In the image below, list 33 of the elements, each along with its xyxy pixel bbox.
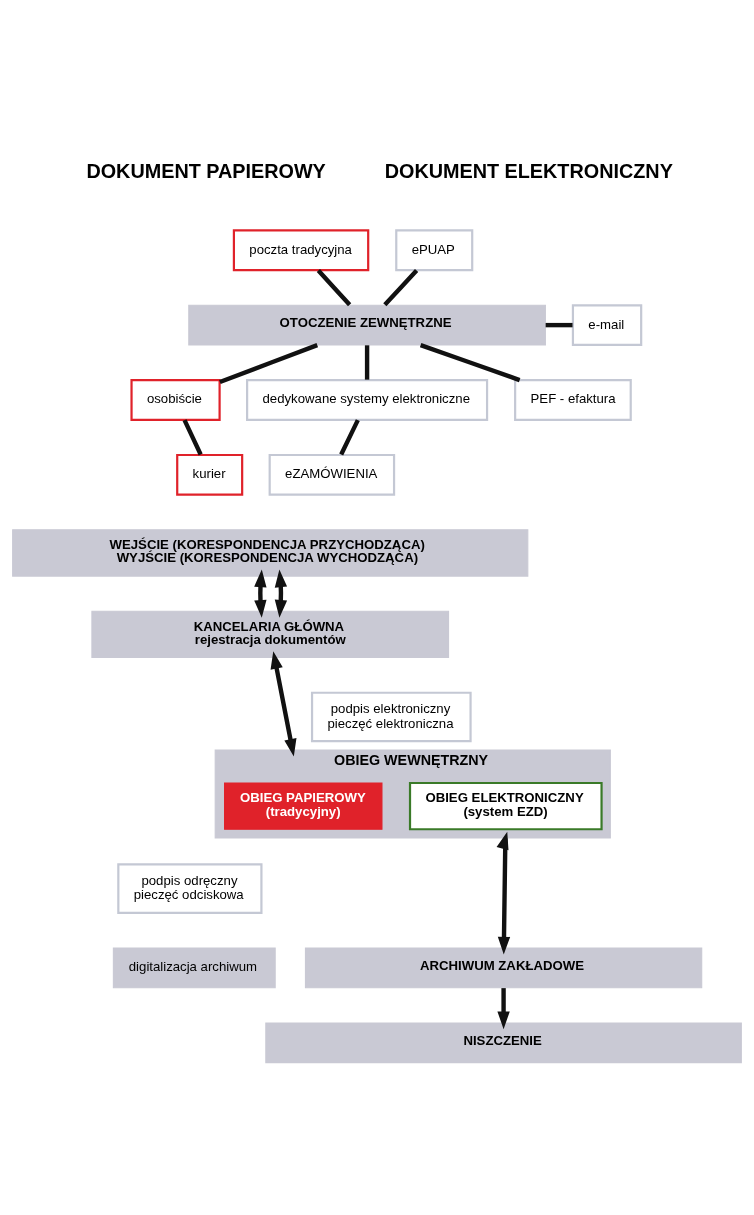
node-box: digitalizacja archiwum	[112, 947, 276, 988]
arrow	[274, 569, 288, 618]
node-box: PEF - efaktura	[514, 378, 632, 421]
arrow	[270, 650, 297, 756]
node-box: podpis odręczny pieczęć odciskowa	[117, 862, 263, 914]
arrow	[254, 569, 267, 618]
arrow	[497, 987, 510, 1029]
node-box: dedykowane systemy elektroniczne	[246, 378, 489, 421]
arrow	[496, 831, 511, 954]
connector	[316, 268, 352, 306]
node-box: NISZCZENIE	[265, 1021, 742, 1063]
node-box: ARCHIWUM ZAKŁADOWE	[304, 947, 703, 988]
connector	[419, 342, 521, 382]
node-box: OBIEG ELEKTRONICZNY (system EZD)	[408, 781, 603, 830]
connector	[545, 322, 573, 327]
connector	[339, 418, 360, 455]
node-box: poczta tradycyjna	[232, 228, 370, 271]
node-box: ePUAP	[395, 228, 474, 271]
connector	[364, 344, 370, 380]
node-box: podpis elektroniczny pieczęć elektroniczna	[310, 691, 472, 742]
node-box: osobiście	[130, 378, 221, 421]
node-box: e-mail	[571, 303, 643, 346]
label: DOKUMENT PAPIEROWY	[86, 159, 326, 182]
node-box: kurier	[176, 453, 244, 496]
node-box: eZAMÓWIENIA	[268, 453, 396, 496]
node-box: OBIEG PAPIEROWY (tradycyjny)	[224, 781, 383, 830]
node-box: WEJŚCIE (KORESPONDENCJA PRZYCHODZĄCA) WYJŚCIE (KORESPONDENCJA WYCHODZĄCA)	[12, 528, 529, 577]
connector	[383, 268, 419, 306]
connector	[182, 418, 203, 455]
connector	[219, 342, 319, 384]
label: DOKUMENT ELEKTRONICZNY	[384, 159, 673, 182]
node-box: OTOCZENIE ZEWNĘTRZNE	[188, 304, 546, 345]
node-box: KANCELARIA GŁÓWNA rejestracja dokumentów	[91, 610, 450, 658]
